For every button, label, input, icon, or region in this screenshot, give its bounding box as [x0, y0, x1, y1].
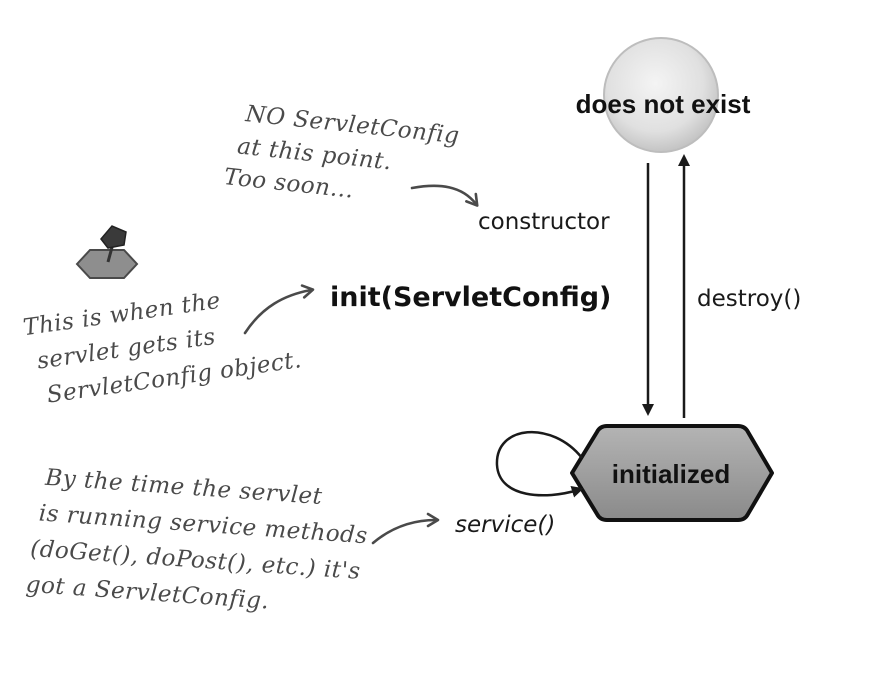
state-does-not-exist: does not exist: [576, 37, 751, 153]
note-too-soon: NO ServletConfig at this point. Too soon…: [223, 101, 461, 204]
note-gets-config: This is when the servlet gets its Servle…: [22, 288, 304, 409]
constructor-label: constructor: [478, 209, 610, 235]
note-running-line-4: got a ServletConfig.: [25, 572, 270, 615]
service-label: service(): [455, 512, 555, 538]
state-initialized-label: initialized: [612, 459, 730, 489]
service-loop-arrow: [495, 430, 584, 498]
state-does-not-exist-label: does not exist: [576, 89, 751, 119]
init-label: init(ServletConfig): [330, 282, 611, 313]
note-gets-config-arrow: [243, 284, 315, 335]
note-too-soon-line-3: Too soon...: [223, 164, 355, 203]
note-running: By the time the servlet is running servi…: [25, 465, 369, 615]
hexagon-pin-icon: [75, 225, 139, 279]
note-running-arrow: [371, 512, 440, 545]
note-too-soon-arrow: [410, 184, 479, 207]
destroy-label: destroy(): [697, 286, 801, 312]
state-initialized: initialized: [570, 424, 774, 522]
